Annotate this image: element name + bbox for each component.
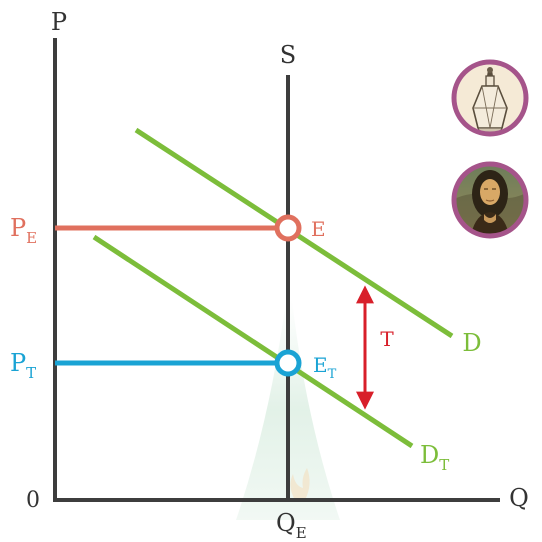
demand-label: D xyxy=(462,329,481,357)
taxed-price-label: PT xyxy=(10,349,36,382)
x-axis-label: Q xyxy=(509,484,529,512)
origin-label: 0 xyxy=(26,488,40,513)
taxed-demand-curve xyxy=(92,234,414,449)
taxed-demand-label: DT xyxy=(420,441,449,474)
watermark-flame xyxy=(290,468,310,500)
mona-lisa-painting-icon xyxy=(451,161,529,239)
taxed-equilibrium-label: ET xyxy=(313,353,337,382)
equilibrium-price-label: PE xyxy=(10,214,37,247)
perfume-bottle-icon xyxy=(451,59,529,137)
y-axis-label: P xyxy=(51,8,67,36)
equilibrium-point xyxy=(274,214,302,242)
taxed-equilibrium-point xyxy=(274,349,302,377)
quantity-label: QE xyxy=(276,509,307,542)
equilibrium-point-label: E xyxy=(311,217,326,241)
tax-label: T xyxy=(380,327,394,351)
supply-label: S xyxy=(280,41,296,69)
